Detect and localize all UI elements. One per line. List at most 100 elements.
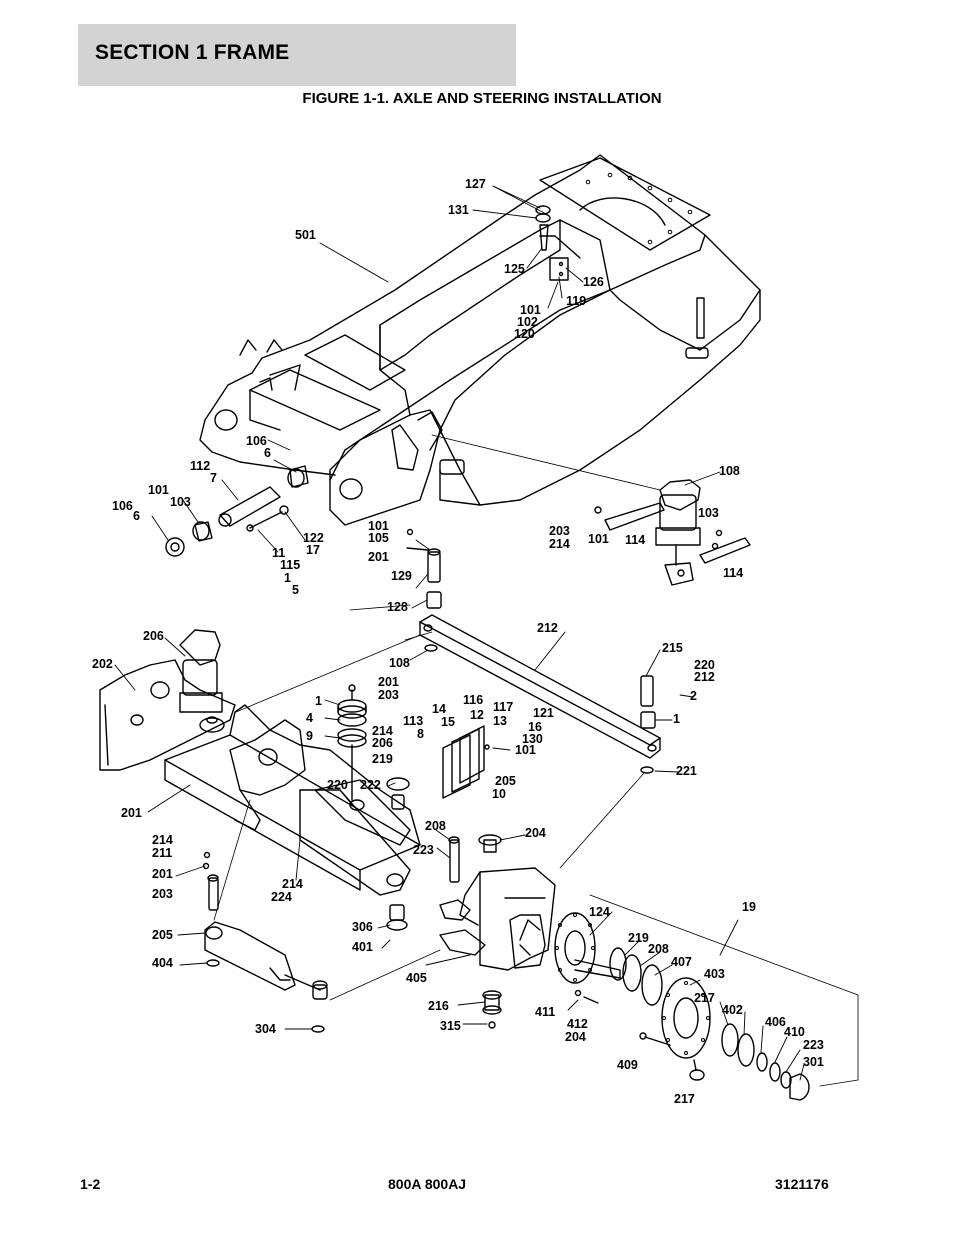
document-number: 3121176 (775, 1176, 829, 1192)
callout-220: 220 (694, 658, 715, 672)
callout-127: 127 (465, 177, 486, 191)
callout-203: 203 (152, 887, 173, 901)
callout-8: 8 (417, 727, 424, 741)
callout-10: 10 (492, 787, 506, 801)
callout-108: 108 (389, 656, 410, 670)
callout-105: 105 (368, 531, 389, 545)
callout-208: 208 (425, 819, 446, 833)
callout-126: 126 (583, 275, 604, 289)
callout-501: 501 (295, 228, 316, 242)
model-number: 800A 800AJ (388, 1176, 467, 1192)
callout-101: 101 (515, 743, 536, 757)
callout-212: 212 (537, 621, 558, 635)
section-header-band (78, 24, 516, 86)
callout-19: 19 (742, 900, 756, 914)
callout-122: 122 (303, 531, 324, 545)
callout-108: 108 (719, 464, 740, 478)
page-number: 1-2 (80, 1176, 101, 1192)
callout-2: 2 (690, 689, 697, 703)
callout-115: 115 (280, 558, 300, 572)
callout-103: 103 (698, 506, 719, 520)
callout-219: 219 (372, 752, 393, 766)
pivot-pin-group (165, 465, 309, 557)
callout-205: 205 (495, 774, 516, 788)
callout-112: 112 (190, 459, 210, 473)
king-pin-parts (406, 528, 656, 774)
leader-lines (114, 185, 805, 1081)
callout-304: 304 (255, 1022, 276, 1036)
callout-203: 203 (549, 524, 570, 538)
callout-403: 403 (704, 967, 725, 981)
wheel-hub-assembly (554, 912, 810, 1101)
callout-401: 401 (352, 940, 373, 954)
tie-rod-202 (419, 614, 661, 759)
callout-131: 131 (448, 203, 469, 217)
callout-14: 14 (432, 702, 446, 716)
callout-407: 407 (671, 955, 692, 969)
frame-assembly (199, 154, 761, 526)
callout-409: 409 (617, 1058, 638, 1072)
callout-206: 206 (372, 736, 393, 750)
callout-128: 128 (387, 600, 408, 614)
callout-12: 12 (470, 708, 484, 722)
callout-6: 6 (264, 446, 271, 460)
callout-222: 222 (360, 778, 381, 792)
callout-205: 205 (152, 928, 173, 942)
callout-106: 106 (112, 499, 133, 513)
shim-plates (442, 725, 490, 799)
steering-cylinder-lower (202, 851, 328, 1033)
section-title: SECTION 1 FRAME (95, 41, 290, 64)
callout-214: 214 (549, 537, 570, 551)
callout-215: 215 (662, 641, 683, 655)
callout-6: 6 (133, 509, 140, 523)
callout-214: 214 (282, 877, 303, 891)
callout-101: 101 (368, 519, 389, 533)
callout-11: 11 (272, 546, 285, 560)
callout-223: 223 (803, 1038, 824, 1052)
callout-411: 411 (535, 1005, 555, 1019)
callout-1: 1 (673, 712, 680, 726)
callout-113: 113 (403, 714, 423, 728)
callout-121: 121 (533, 706, 554, 720)
callout-13: 13 (493, 714, 507, 728)
callout-204: 204 (565, 1030, 586, 1044)
callout-203: 203 (378, 688, 399, 702)
callout-315: 315 (440, 1019, 461, 1033)
callout-101: 101 (588, 532, 609, 546)
callout-402: 402 (722, 1003, 743, 1017)
callout-5: 5 (292, 583, 299, 597)
callout-406: 406 (765, 1015, 786, 1029)
callout-201: 201 (152, 867, 173, 881)
callout-106: 106 (246, 434, 267, 448)
callout-1: 1 (315, 694, 322, 708)
callout-221: 221 (676, 764, 697, 778)
callout-214: 214 (152, 833, 173, 847)
callout-217: 217 (694, 991, 715, 1005)
callout-412: 412 (567, 1017, 588, 1031)
callout-405: 405 (406, 971, 427, 985)
callout-220: 220 (327, 778, 348, 792)
steering-cylinder-right (594, 479, 751, 586)
callout-219: 219 (628, 931, 649, 945)
callout-117: 117 (493, 700, 513, 714)
callout-116: 116 (463, 693, 483, 707)
callout-301: 301 (803, 1055, 824, 1069)
callout-206: 206 (143, 629, 164, 643)
callout-201: 201 (121, 806, 142, 820)
callout-223: 223 (413, 843, 434, 857)
callout-4: 4 (306, 711, 313, 725)
callout-17: 17 (306, 543, 320, 557)
callout-217: 217 (674, 1092, 695, 1106)
callout-124: 124 (589, 905, 610, 919)
callout-103: 103 (170, 495, 191, 509)
spindle-housing (386, 834, 556, 1029)
callout-114: 114 (723, 566, 743, 580)
callout-16: 16 (528, 720, 542, 734)
callout-202: 202 (92, 657, 113, 671)
callout-204: 204 (525, 826, 546, 840)
callout-102: 102 (517, 315, 538, 329)
callout-120: 120 (514, 327, 535, 341)
figure-title: FIGURE 1-1. AXLE AND STEERING INSTALLATI… (302, 90, 662, 107)
